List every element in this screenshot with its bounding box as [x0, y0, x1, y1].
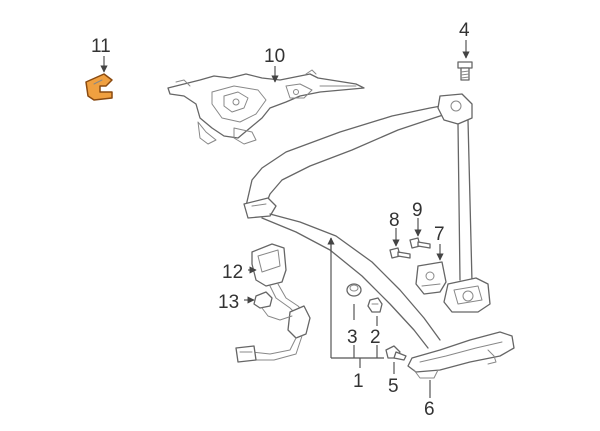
callout-8[interactable]: 8	[389, 210, 400, 231]
callout-6[interactable]: 6	[424, 399, 435, 420]
callout-1[interactable]: 1	[353, 371, 364, 392]
callout-13[interactable]: 13	[218, 292, 239, 313]
part-13-sensor[interactable]	[253, 291, 293, 321]
callout-4[interactable]: 4	[459, 20, 470, 41]
callout-7[interactable]: 7	[434, 224, 445, 245]
callout-3[interactable]: 3	[347, 327, 358, 348]
part-10-retractor-bracket[interactable]	[167, 69, 365, 145]
part-12-buckle[interactable]	[235, 243, 311, 363]
callout-12[interactable]: 12	[222, 262, 243, 283]
part-1-belt-assembly[interactable]	[243, 93, 515, 379]
part-7-bracket[interactable]	[415, 261, 447, 295]
leader-1-bracket	[327, 237, 384, 368]
callout-11[interactable]: 11	[91, 36, 111, 57]
part-5-bolt[interactable]	[385, 345, 407, 361]
part-2-cover[interactable]	[367, 297, 383, 313]
part-4-bolt[interactable]	[457, 61, 473, 81]
callout-5[interactable]: 5	[388, 376, 399, 397]
part-3-cap[interactable]	[346, 283, 362, 297]
callout-2[interactable]: 2	[370, 327, 381, 348]
part-8-bolt[interactable]	[389, 247, 411, 259]
part-9-bolt[interactable]	[409, 237, 431, 249]
callout-10[interactable]: 10	[264, 46, 285, 67]
part-11-clip[interactable]	[85, 73, 113, 101]
callout-9[interactable]: 9	[412, 200, 423, 221]
